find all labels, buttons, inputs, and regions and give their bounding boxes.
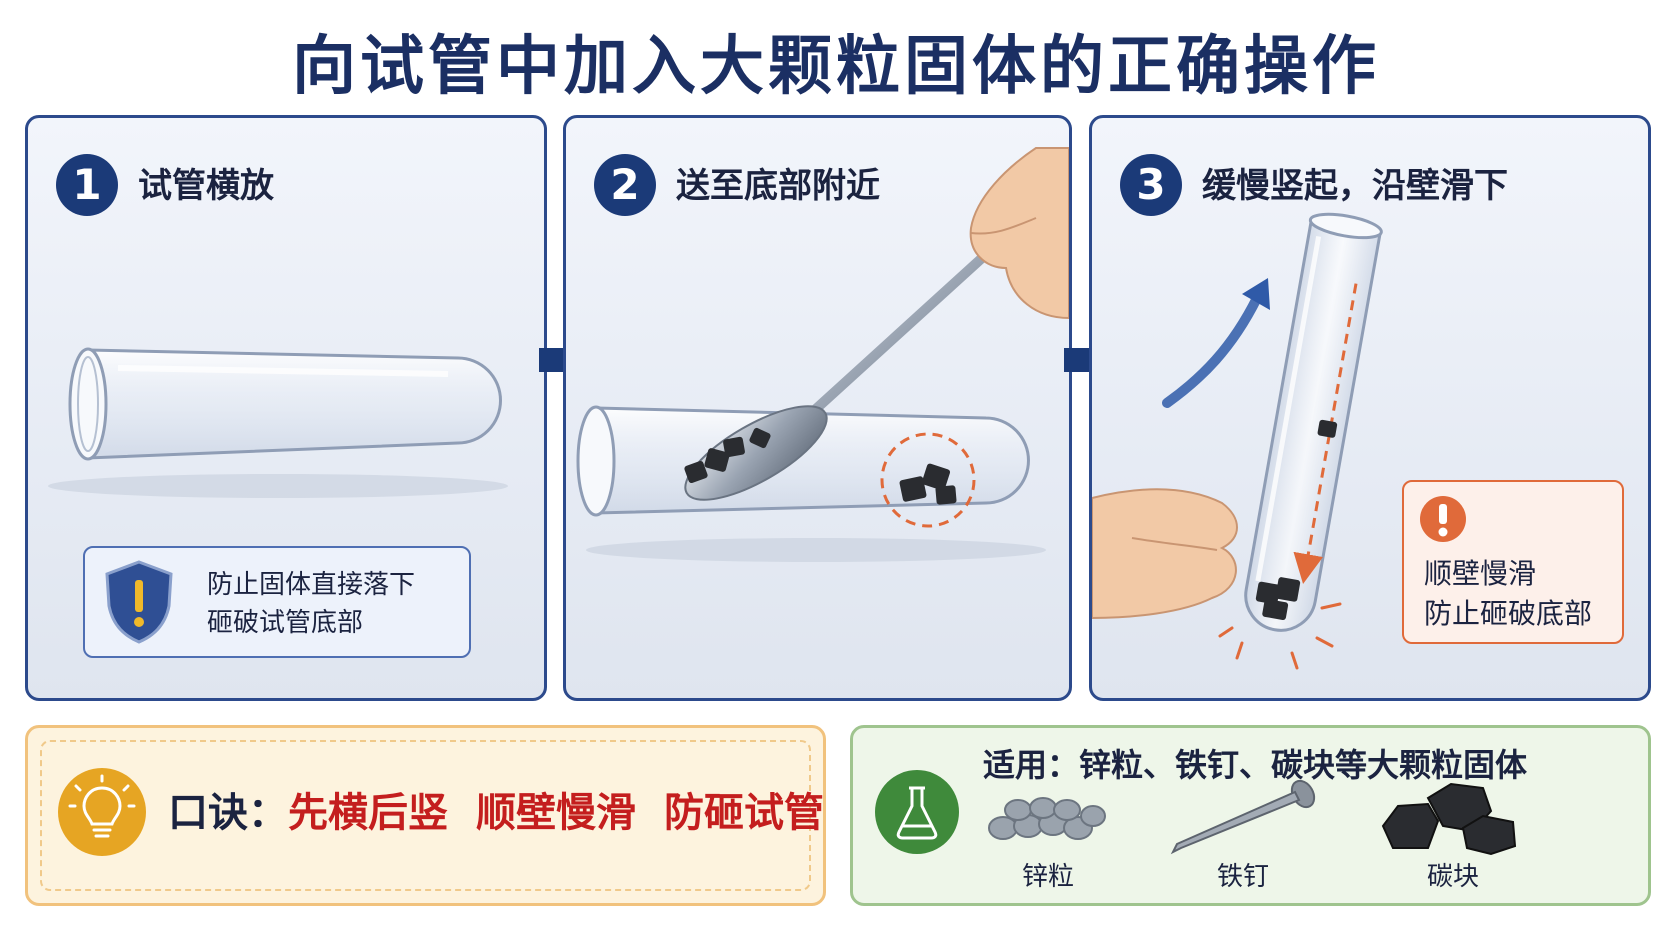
shield-warning-icon	[105, 560, 173, 644]
step-1-panel: 1 试管横放 防止固体直接落下 砸破试管底部	[25, 115, 547, 701]
zinc-granules-image	[988, 797, 1106, 840]
step-1-warning-line1: 防止固体直接落下	[207, 570, 416, 600]
applicable-materials-box: 适用：锌粒、铁钉、碳块等大颗粒固体 锌粒 铁钉 碳块	[850, 725, 1651, 906]
spoon-into-tube-illustration	[576, 147, 1069, 562]
material-label-zinc: 锌粒	[1021, 862, 1074, 892]
step-2-panel: 2 送至底部附近	[563, 115, 1072, 701]
step-3-number: 3	[1120, 154, 1182, 216]
mnemonic-label: 口诀：	[168, 790, 288, 836]
flask-icon	[875, 770, 959, 854]
exclamation-icon	[1420, 496, 1466, 542]
step-1-title: 试管横放	[138, 166, 274, 206]
material-label-carbon: 碳块	[1426, 862, 1479, 892]
step-2-number: 2	[594, 154, 656, 216]
carbon-lumps-image	[1381, 782, 1517, 856]
step-1-warning-line2: 砸破试管底部	[207, 608, 364, 638]
mnemonic-box: 口诀：先横后竖顺壁慢滑防砸试管	[25, 725, 826, 906]
mnemonic-item: 顺壁慢滑	[476, 790, 636, 836]
mnemonic-item: 防砸试管	[664, 790, 824, 836]
step-3-warning-line2: 防止砸破底部	[1424, 597, 1593, 630]
step-2-title: 送至底部附近	[676, 166, 880, 206]
step-3-title: 缓慢竖起，沿壁滑下	[1202, 166, 1508, 206]
step-3-warning-box: 顺壁慢滑 防止砸破底部	[1402, 480, 1624, 644]
page-title: 向试管中加入大颗粒固体的正确操作	[292, 30, 1380, 104]
mnemonic-item: 先横后竖	[288, 790, 448, 836]
applicable-title: 适用：锌粒、铁钉、碳块等大颗粒固体	[983, 746, 1528, 784]
step-1-warning-box: 防止固体直接落下 砸破试管底部	[83, 546, 471, 658]
step-3-panel: 3 缓慢竖起，沿壁滑下	[1089, 115, 1651, 701]
upright-tube-illustration	[1092, 212, 1383, 670]
lightbulb-icon	[58, 768, 146, 856]
material-label-nail: 铁钉	[1216, 862, 1269, 892]
iron-nail-image	[1170, 779, 1316, 855]
step-3-warning-line1: 顺壁慢滑	[1424, 557, 1537, 590]
horizontal-test-tube-illustration	[48, 347, 508, 498]
step-1-number: 1	[56, 154, 118, 216]
mnemonic-text: 口诀：先横后竖顺壁慢滑防砸试管	[168, 783, 824, 843]
